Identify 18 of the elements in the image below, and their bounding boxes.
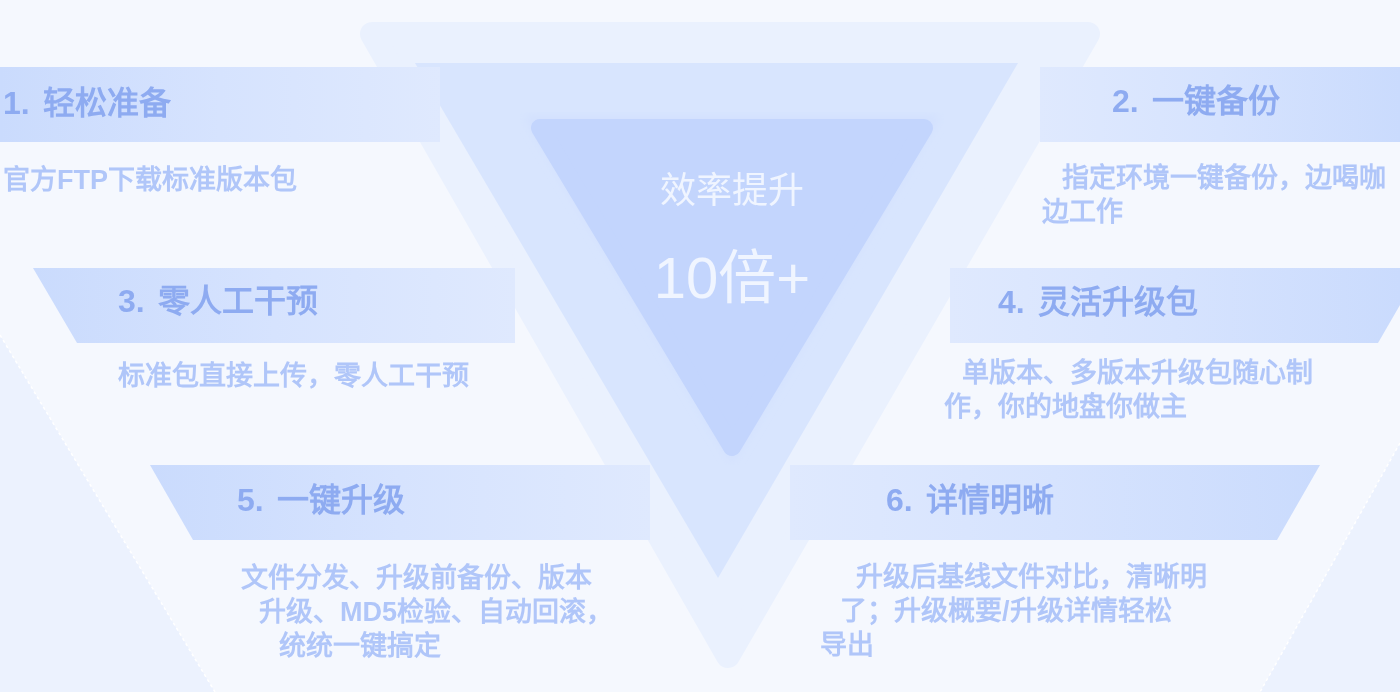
step-description: 指定环境一键备份，边喝咖边工作	[1042, 162, 1387, 229]
step-heading: 6. 详情明晰	[886, 481, 1054, 520]
step-band	[950, 268, 1400, 343]
step-heading: 2. 一键备份	[1112, 82, 1280, 121]
step-description: 标准包直接上传，零人工干预	[118, 360, 470, 393]
step-band	[1040, 67, 1400, 142]
step-description: 官方FTP下载标准版本包	[3, 164, 298, 197]
step-heading: 5. 一键升级	[237, 481, 405, 520]
step-description: 单版本、多版本升级包随心制作，你的地盘你做主	[944, 357, 1314, 424]
step-band	[150, 465, 650, 540]
step-band	[0, 67, 440, 142]
step-heading: 1. 轻松准备	[3, 84, 171, 123]
step-band	[33, 268, 515, 343]
step-heading: 4. 灵活升级包	[998, 283, 1198, 322]
step-band	[790, 465, 1320, 540]
step-description: 文件分发、升级前备份、版本升级、MD5检验、自动回滚，统统一键搞定	[240, 562, 614, 663]
step-description: 升级后基线文件对比，清晰明了；升级概要/升级详情轻松导出	[820, 561, 1208, 662]
step-heading: 3. 零人工干预	[118, 282, 318, 321]
